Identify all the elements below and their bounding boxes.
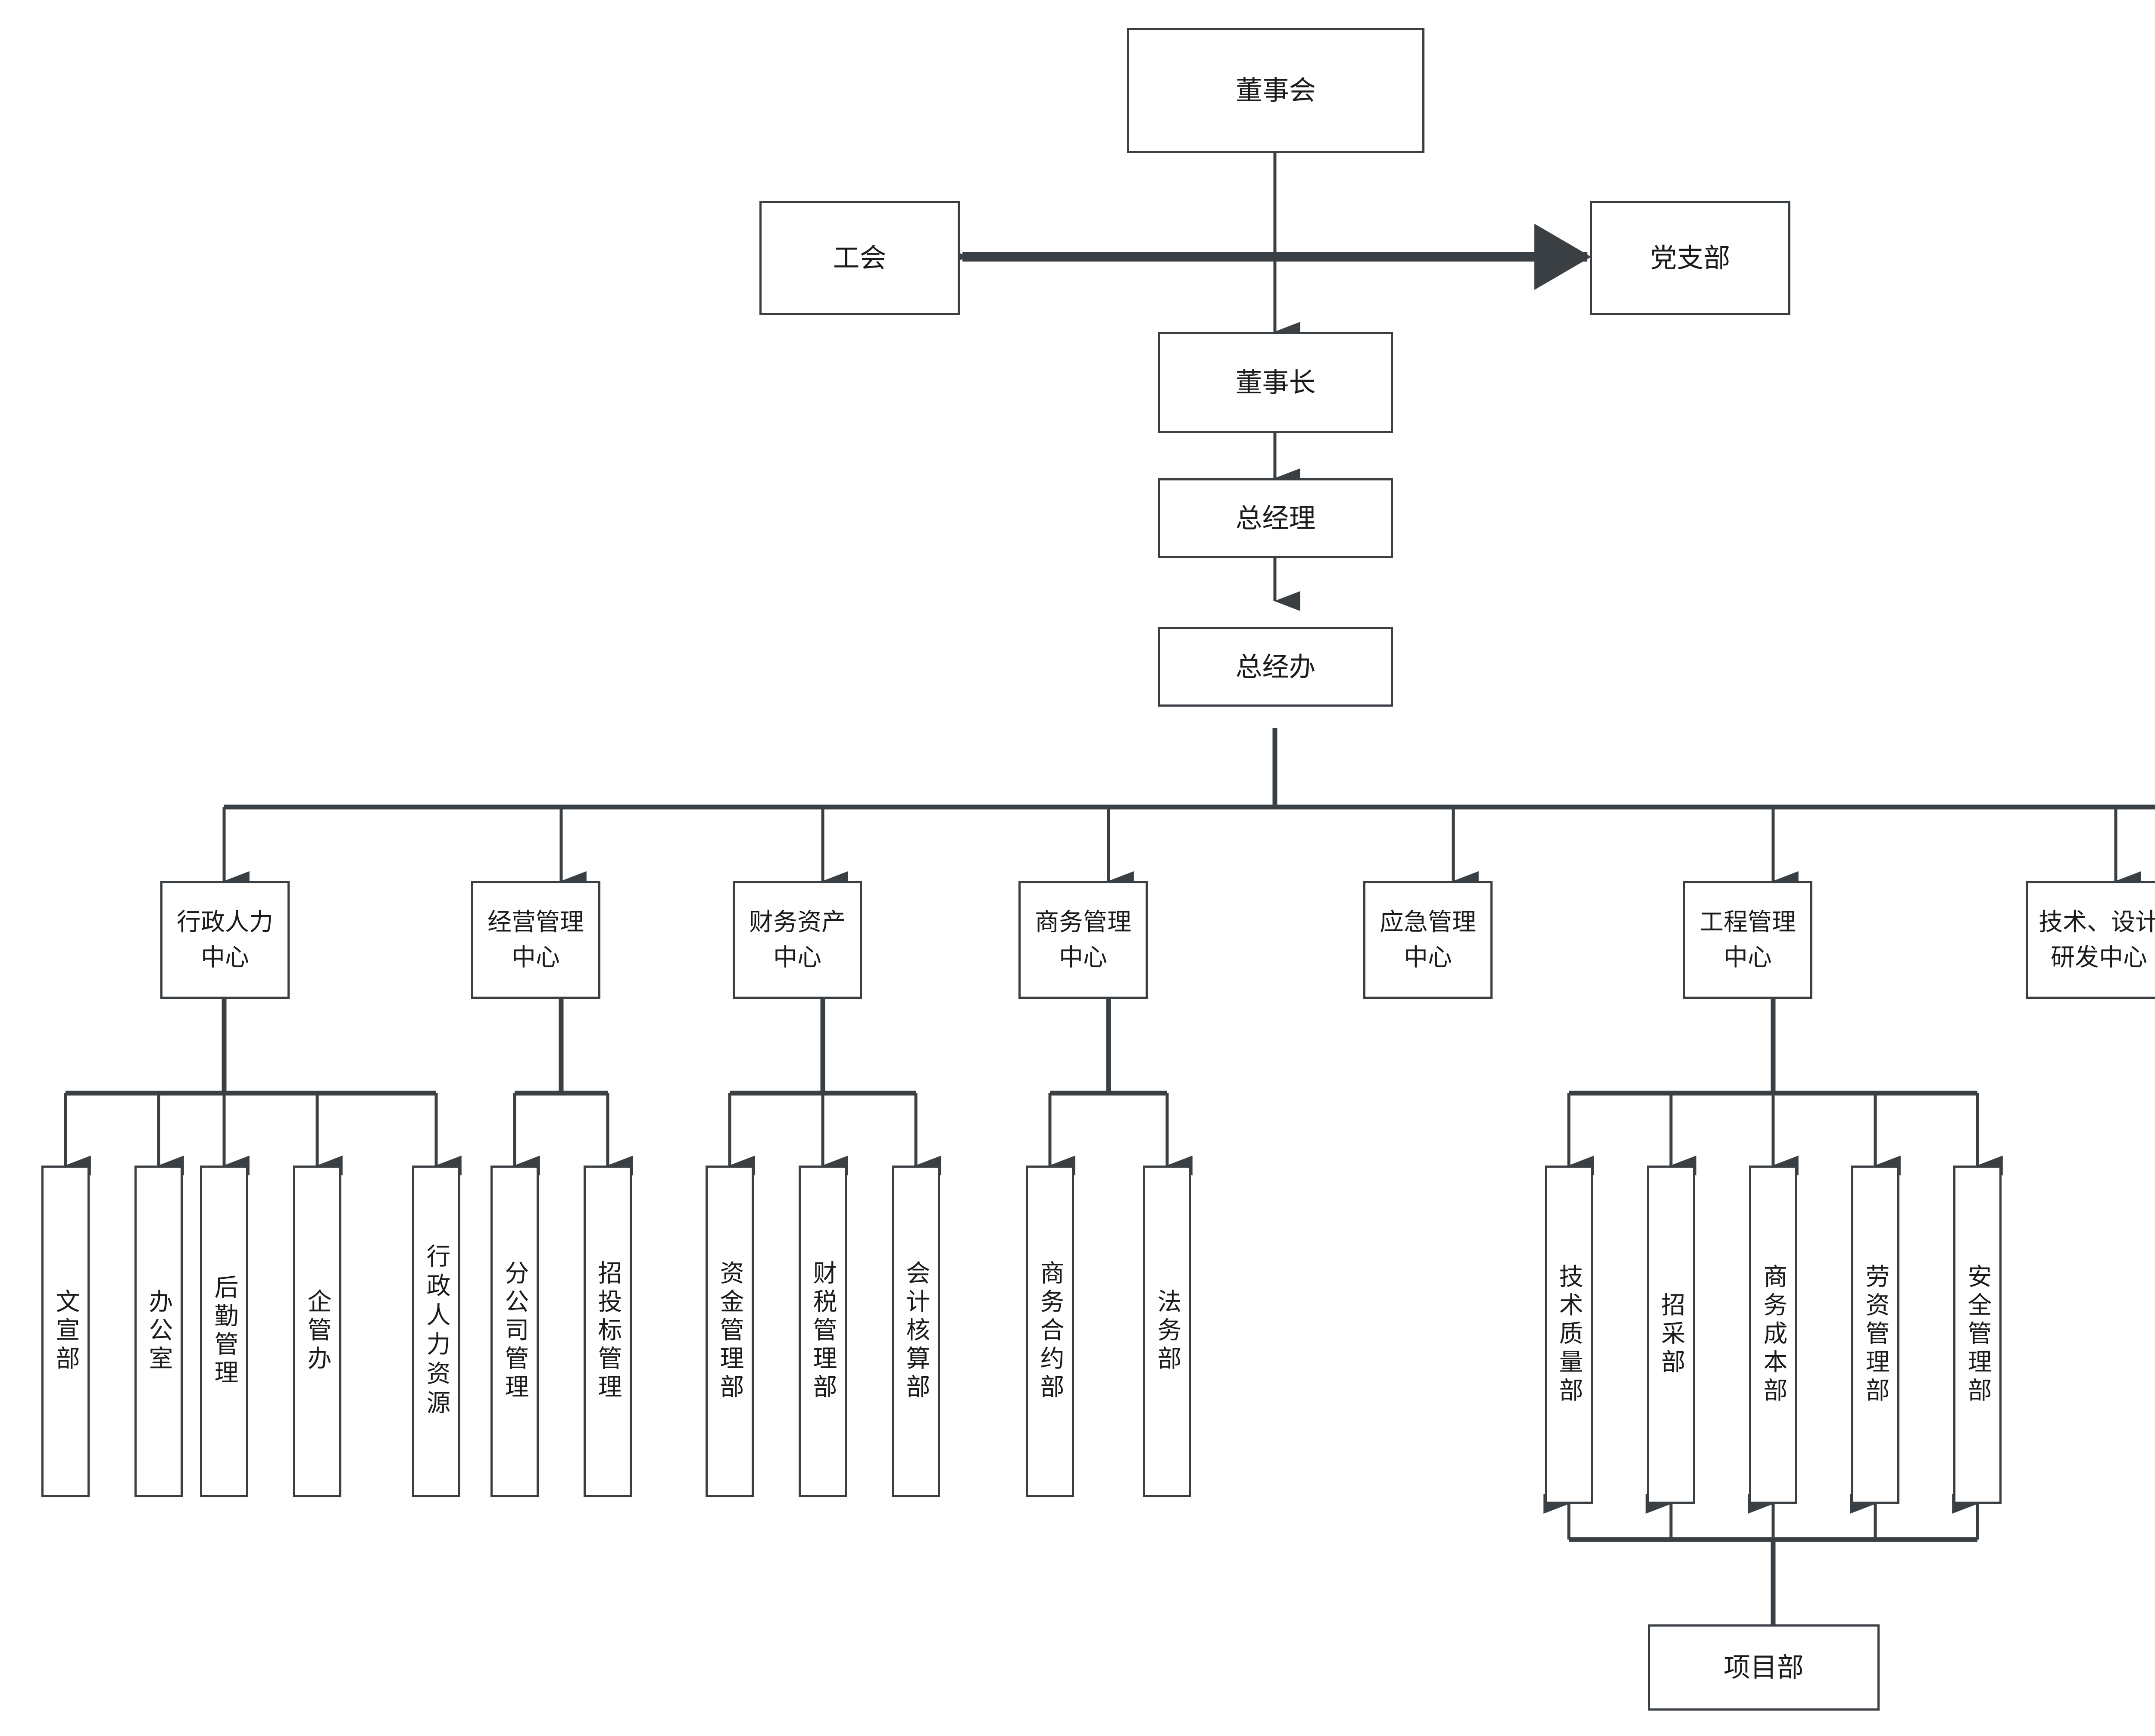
- node-label: 工程管理 中心: [1699, 908, 1796, 972]
- node-label: 董事长: [1235, 366, 1316, 398]
- node-label: 后勤管理: [210, 1275, 238, 1388]
- node-dept-logistics[interactable]: 后勤管理: [200, 1166, 248, 1497]
- node-label: 办公室: [145, 1289, 173, 1374]
- node-party-branch[interactable]: 党支部: [1590, 201, 1790, 315]
- node-label: 劳资管理部: [1861, 1263, 1890, 1406]
- node-label: 行政人力资源: [422, 1244, 450, 1419]
- node-label: 党支部: [1650, 242, 1730, 274]
- node-dept-branch-company-mgmt[interactable]: 分公司管理: [490, 1166, 539, 1497]
- node-board-of-directors[interactable]: 董事会: [1127, 28, 1424, 153]
- node-label: 招采部: [1657, 1292, 1685, 1378]
- node-center-finance-assets[interactable]: 财务资产 中心: [733, 881, 862, 999]
- node-label: 技术质量部: [1555, 1263, 1583, 1406]
- node-dept-legal-affairs[interactable]: 法务部: [1143, 1166, 1191, 1497]
- node-label: 法务部: [1153, 1289, 1181, 1374]
- node-chairman[interactable]: 董事长: [1158, 332, 1393, 433]
- node-label: 应急管理 中心: [1380, 908, 1476, 972]
- node-label: 招投标管理: [594, 1260, 622, 1403]
- node-label: 商务成本部: [1759, 1263, 1787, 1406]
- node-dept-admin-human-resources[interactable]: 行政人力资源: [412, 1166, 460, 1497]
- node-dept-publicity[interactable]: 文宣部: [41, 1166, 90, 1497]
- node-general-manager[interactable]: 总经理: [1158, 478, 1393, 558]
- node-label: 项目部: [1723, 1652, 1804, 1683]
- node-dept-safety-mgmt[interactable]: 安全管理部: [1953, 1166, 2002, 1504]
- node-center-engineering[interactable]: 工程管理 中心: [1683, 881, 1812, 999]
- node-label: 会计核算部: [902, 1260, 930, 1403]
- node-dept-office[interactable]: 办公室: [134, 1166, 183, 1497]
- node-label: 总经办: [1235, 651, 1316, 683]
- node-label: 资金管理部: [716, 1260, 744, 1403]
- node-dept-tax-mgmt[interactable]: 财税管理部: [799, 1166, 847, 1497]
- node-label: 企管办: [303, 1289, 331, 1374]
- node-dept-procurement[interactable]: 招采部: [1647, 1166, 1695, 1504]
- node-label: 分公司管理: [501, 1260, 529, 1403]
- node-project-department[interactable]: 项目部: [1648, 1624, 1880, 1711]
- node-label: 经营管理 中心: [487, 908, 584, 972]
- node-center-operations[interactable]: 经营管理 中心: [471, 881, 600, 999]
- node-dept-technical-quality[interactable]: 技术质量部: [1545, 1166, 1593, 1504]
- node-dept-business-cost[interactable]: 商务成本部: [1749, 1166, 1797, 1504]
- node-labor-union[interactable]: 工会: [759, 201, 960, 315]
- node-label: 安全管理部: [1964, 1263, 1992, 1406]
- node-center-tech-design-rd[interactable]: 技术、设计 研发中心: [2026, 881, 2155, 999]
- node-dept-enterprise-mgmt-office[interactable]: 企管办: [293, 1166, 341, 1497]
- node-gm-office[interactable]: 总经办: [1158, 627, 1393, 707]
- node-dept-accounting[interactable]: 会计核算部: [892, 1166, 940, 1497]
- node-label: 财税管理部: [809, 1260, 837, 1403]
- node-label: 技术、设计 研发中心: [2039, 908, 2155, 972]
- node-dept-labor-wage-mgmt[interactable]: 劳资管理部: [1851, 1166, 1899, 1504]
- node-dept-bidding-mgmt[interactable]: 招投标管理: [584, 1166, 632, 1497]
- node-label: 工会: [833, 242, 887, 274]
- node-dept-fund-mgmt[interactable]: 资金管理部: [706, 1166, 754, 1497]
- node-center-emergency[interactable]: 应急管理 中心: [1363, 881, 1493, 999]
- node-label: 董事会: [1235, 75, 1316, 106]
- node-label: 文宣部: [52, 1289, 80, 1374]
- node-center-admin-hr[interactable]: 行政人力 中心: [160, 881, 290, 999]
- node-label: 行政人力 中心: [177, 908, 273, 972]
- node-label: 总经理: [1235, 502, 1316, 534]
- node-label: 商务管理 中心: [1035, 908, 1131, 972]
- node-center-business[interactable]: 商务管理 中心: [1018, 881, 1148, 999]
- node-label: 商务合约部: [1036, 1260, 1064, 1403]
- node-label: 财务资产 中心: [749, 908, 846, 972]
- node-dept-business-contract[interactable]: 商务合约部: [1026, 1166, 1074, 1497]
